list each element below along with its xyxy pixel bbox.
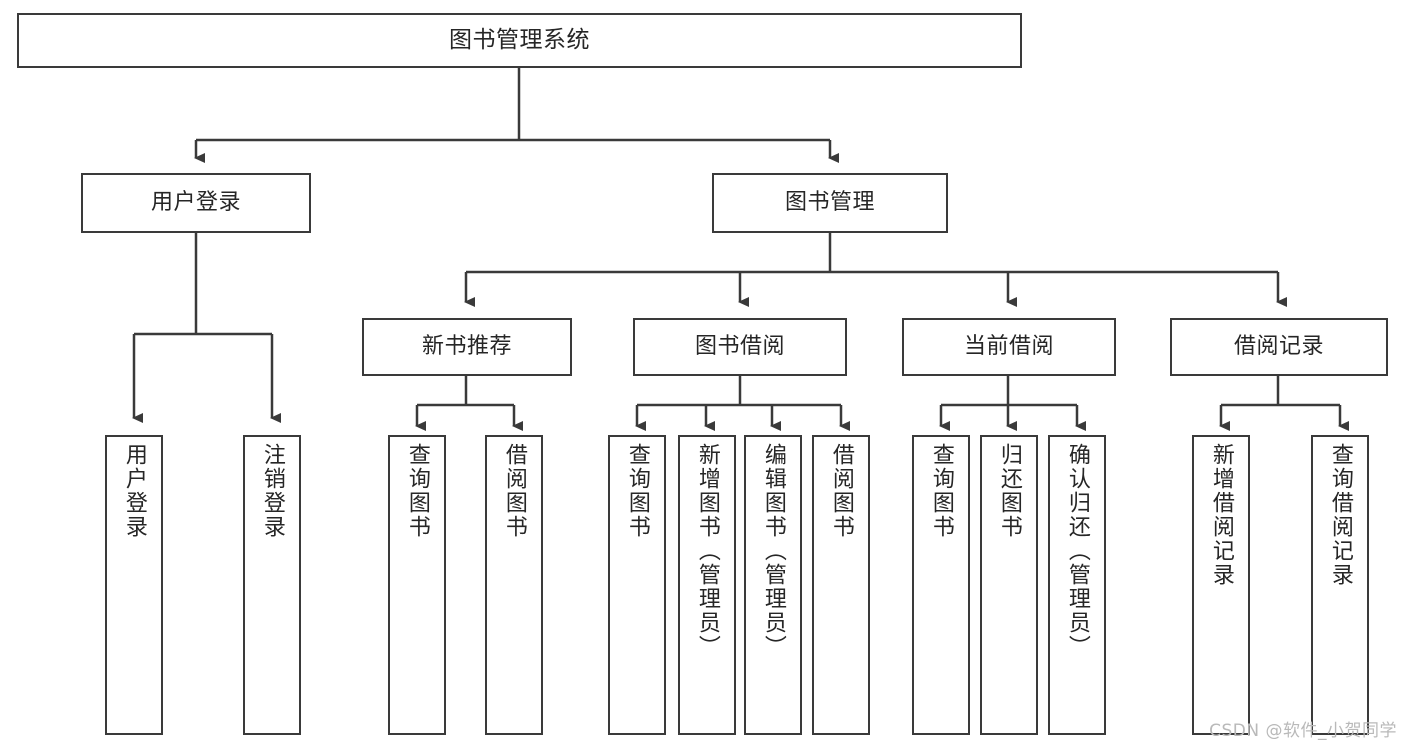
leaf-record-query-record[interactable]: 查询借阅记录 bbox=[1311, 435, 1369, 735]
node-label: 归还图书 bbox=[996, 443, 1022, 539]
leaf-recommend-borrow-book[interactable]: 借阅图书 bbox=[485, 435, 543, 735]
node-label: 用户登录 bbox=[121, 443, 147, 539]
node-label: 新书推荐 bbox=[421, 333, 512, 359]
csdn-watermark: CSDN @软件_小贺同学 bbox=[1209, 721, 1397, 741]
leaf-record-add-record[interactable]: 新增借阅记录 bbox=[1192, 435, 1250, 735]
leaf-borrow-add-book-admin[interactable]: 新增图书（管理员） bbox=[678, 435, 736, 735]
node-label: 当前借阅 bbox=[963, 333, 1054, 359]
leaf-current-query-book[interactable]: 查询图书 bbox=[912, 435, 970, 735]
node-label: 确认归还（管理员） bbox=[1064, 443, 1090, 659]
leaf-borrow-query-book[interactable]: 查询图书 bbox=[608, 435, 666, 735]
leaf-recommend-query-book[interactable]: 查询图书 bbox=[388, 435, 446, 735]
node-root-system[interactable]: 图书管理系统 bbox=[17, 13, 1022, 68]
node-label: 图书管理 bbox=[784, 189, 875, 215]
node-label: 查询图书 bbox=[624, 443, 650, 539]
node-label: 用户登录 bbox=[150, 189, 241, 215]
node-book-management[interactable]: 图书管理 bbox=[712, 173, 948, 233]
node-current-borrow[interactable]: 当前借阅 bbox=[902, 318, 1116, 376]
node-label: 借阅图书 bbox=[501, 443, 527, 539]
leaf-user-logout[interactable]: 注销登录 bbox=[243, 435, 301, 735]
node-label: 注销登录 bbox=[259, 443, 285, 539]
leaf-current-return-book[interactable]: 归还图书 bbox=[980, 435, 1038, 735]
node-label: 查询图书 bbox=[928, 443, 954, 539]
leaf-user-login[interactable]: 用户登录 bbox=[105, 435, 163, 735]
node-label: 查询图书 bbox=[404, 443, 430, 539]
node-label: 图书借阅 bbox=[694, 333, 785, 359]
node-label: 编辑图书（管理员） bbox=[760, 443, 786, 659]
node-new-book-recommend[interactable]: 新书推荐 bbox=[362, 318, 572, 376]
node-label: 借阅图书 bbox=[828, 443, 854, 539]
node-label: 查询借阅记录 bbox=[1327, 443, 1353, 587]
node-label: 新增图书（管理员） bbox=[694, 443, 720, 659]
node-user-login[interactable]: 用户登录 bbox=[81, 173, 311, 233]
node-label: 图书管理系统 bbox=[449, 26, 590, 53]
node-label: 新增借阅记录 bbox=[1208, 443, 1234, 587]
node-book-borrow[interactable]: 图书借阅 bbox=[633, 318, 847, 376]
node-label: 借阅记录 bbox=[1233, 333, 1324, 359]
node-borrow-record[interactable]: 借阅记录 bbox=[1170, 318, 1388, 376]
leaf-current-confirm-return-admin[interactable]: 确认归还（管理员） bbox=[1048, 435, 1106, 735]
leaf-borrow-edit-book-admin[interactable]: 编辑图书（管理员） bbox=[744, 435, 802, 735]
leaf-borrow-borrow-book[interactable]: 借阅图书 bbox=[812, 435, 870, 735]
